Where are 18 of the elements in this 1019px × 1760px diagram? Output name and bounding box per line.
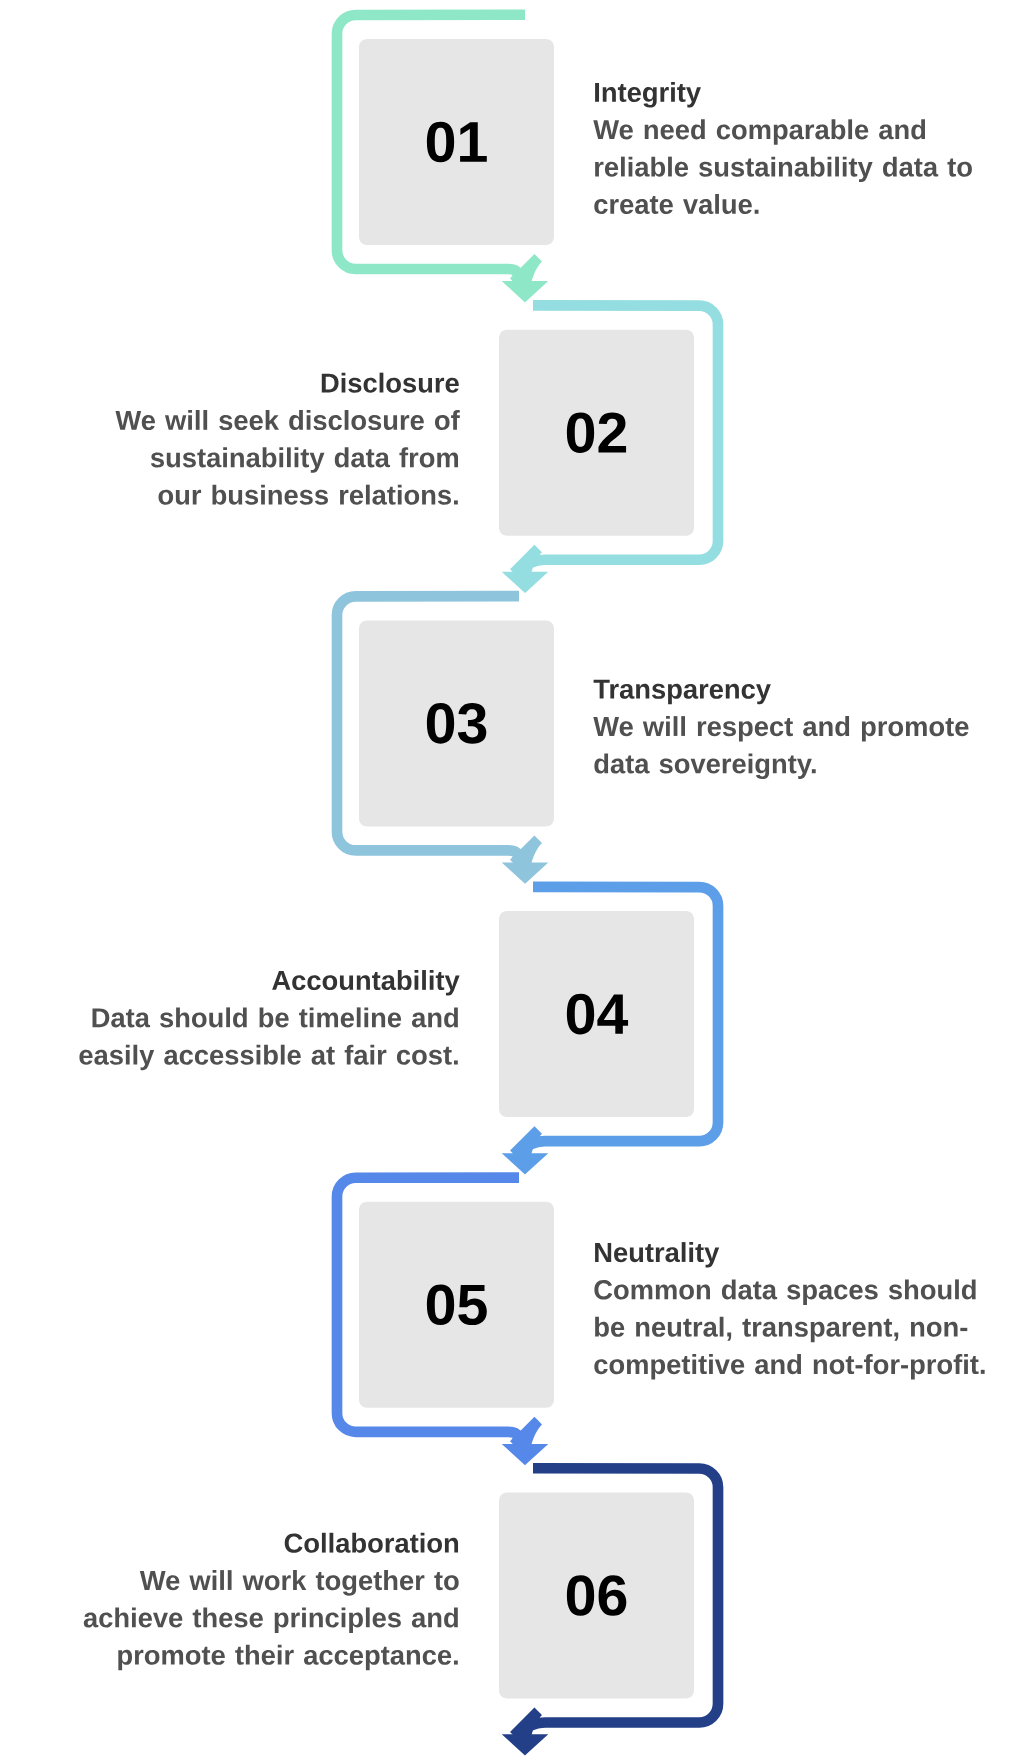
- step-title: Collaboration: [284, 1532, 459, 1553]
- step-box: 04: [499, 911, 694, 1118]
- step-description: We need comparable and reliable sustainability data to create value.: [593, 119, 972, 215]
- step-description: Data should be timeline and easily accessible at fair cost.: [79, 1007, 458, 1071]
- step-title: Transparency: [593, 679, 771, 705]
- step-description: We will seek disclosure of sustainability data from our business relations.: [115, 410, 460, 505]
- step-title: Integrity: [595, 82, 701, 108]
- step-box: 02: [499, 329, 694, 536]
- step-box: 01: [359, 39, 554, 245]
- step-description: Common data spaces should be neutral, transparent, non-competitive and not-for-profit.: [594, 1279, 985, 1380]
- step-title: Neutrality: [595, 1242, 720, 1268]
- step-box: 05: [359, 1201, 554, 1408]
- step-title: Disclosure: [321, 372, 459, 393]
- step-title: Accountability: [272, 970, 460, 996]
- step-description: We will work together to achieve these principles and promote their acceptance.: [83, 1570, 459, 1671]
- step-description: We will respect and promote data sovereignty.: [593, 716, 969, 780]
- step-box: 06: [499, 1492, 694, 1699]
- step-box: 03: [359, 620, 554, 827]
